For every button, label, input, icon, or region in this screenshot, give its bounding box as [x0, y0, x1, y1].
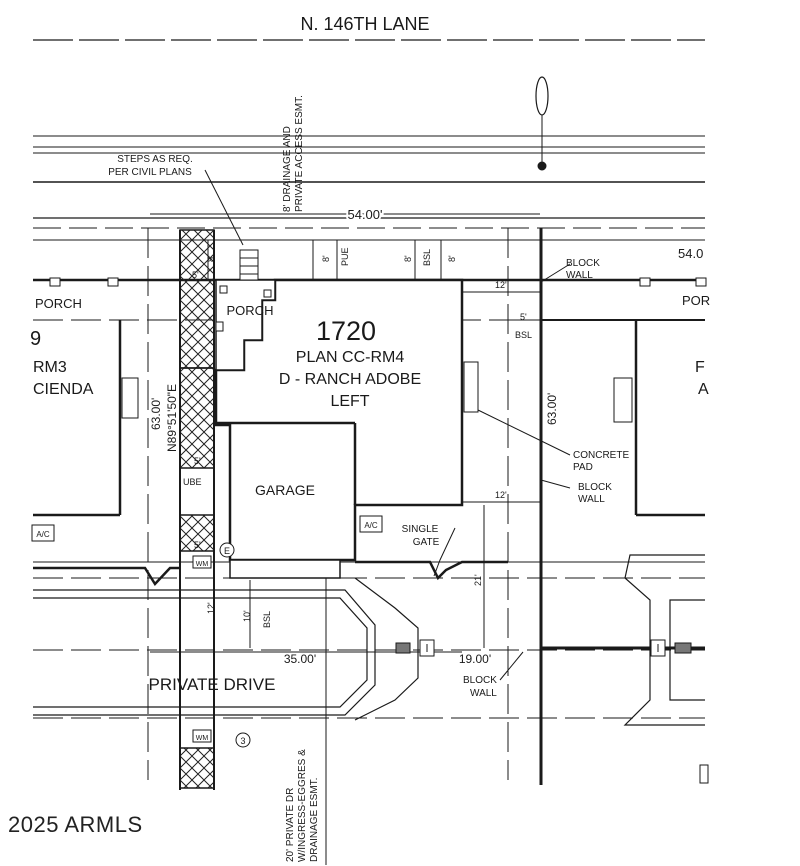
neighbor-left-elev: CIENDA: [33, 381, 94, 398]
svg-text:DRAINAGE ESMT.: DRAINAGE ESMT.: [309, 778, 320, 862]
svg-text:BLOCK: BLOCK: [578, 482, 612, 493]
neighbor-right-plan: F: [695, 359, 705, 376]
hatched-easement-strip: [179, 229, 215, 790]
block-wall-label-bottom: BLOCK WALL: [463, 675, 497, 699]
svg-text:BLOCK: BLOCK: [463, 675, 497, 686]
svg-text:UBE: UBE: [183, 477, 202, 487]
setback-labels: 8' PUE 8' BSL 8' 8' 5' 12' 5' BSL 12' 21…: [183, 247, 532, 628]
orientation-label: LEFT: [330, 393, 369, 410]
street-name: N. 146TH LANE: [300, 14, 429, 34]
svg-text:A/C: A/C: [36, 530, 50, 539]
svg-text:19.00': 19.00': [459, 652, 491, 666]
lot-depth-left: 63.00': [149, 398, 163, 430]
concrete-pad: [463, 361, 479, 413]
utility-box-left: [395, 639, 435, 657]
svg-text:WALL: WALL: [578, 494, 605, 505]
svg-text:20' PRIVATE DR: 20' PRIVATE DR: [285, 788, 296, 862]
svg-text:8': 8': [206, 255, 216, 262]
porch-post-markers: [49, 277, 707, 332]
svg-text:12': 12': [495, 490, 507, 500]
callout-leaders: [433, 263, 571, 681]
svg-text:8' DRAINAGE AND: 8' DRAINAGE AND: [282, 126, 293, 212]
svg-text:CONCRETE: CONCRETE: [573, 450, 629, 461]
water-meter: WM: [192, 555, 212, 569]
porch-label-right: POR: [682, 293, 710, 308]
svg-text:5': 5': [192, 270, 199, 280]
front-steps: [239, 249, 259, 281]
svg-text:BSL: BSL: [262, 611, 272, 628]
easement-marker-3: 3: [235, 732, 251, 748]
porch-label: PORCH: [227, 303, 274, 318]
svg-text:8': 8': [447, 255, 457, 262]
svg-text:BSL: BSL: [422, 249, 432, 266]
svg-text:WALL: WALL: [470, 688, 497, 699]
copyright-footer: 2025 ARMLS: [8, 812, 143, 837]
ac-unit-left: A/C: [31, 524, 55, 542]
single-gate-label: SINGLE GATE: [402, 524, 440, 548]
svg-text:5': 5': [194, 456, 201, 466]
svg-text:54.00': 54.00': [347, 207, 382, 222]
concrete-pad-label: CONCRETE PAD: [573, 450, 629, 473]
svg-text:WALL: WALL: [566, 270, 593, 281]
svg-text:W/INGRESS-EGGRES &: W/INGRESS-EGGRES &: [297, 749, 308, 862]
ac-unit: A/C: [359, 515, 383, 533]
svg-text:PUE: PUE: [340, 247, 350, 266]
svg-text:12': 12': [495, 280, 507, 290]
neighbor-lot-left: [33, 320, 139, 517]
utility-box-right: [650, 639, 692, 657]
plan-name: PLAN CC-RM4: [296, 349, 405, 366]
svg-text:BSL: BSL: [515, 330, 532, 340]
porch-label-left: PORCH: [35, 296, 82, 311]
svg-text:WM: WM: [196, 561, 209, 568]
garage-label: GARAGE: [255, 482, 315, 498]
svg-text:5': 5': [194, 540, 201, 550]
water-meter-lower: WM: [192, 729, 212, 743]
easement-marker-e: E: [219, 542, 235, 558]
svg-text:10': 10': [242, 610, 252, 622]
drive-dimension-35: 35.00': [150, 651, 462, 666]
elevation-name: D - RANCH ADOBE: [279, 371, 421, 388]
svg-text:PAD: PAD: [573, 462, 593, 473]
svg-text:21': 21': [473, 574, 483, 586]
light-pole: [535, 76, 549, 171]
block-wall-label-top: BLOCK WALL: [566, 258, 600, 281]
block-wall-label-mid: BLOCK WALL: [578, 482, 612, 505]
bearing-label: N89°51'50"E: [165, 384, 179, 452]
neighbor-left-num: 9: [30, 328, 41, 350]
neighbor-right-elev: A: [698, 381, 709, 398]
private-drive-easement-note: 20' PRIVATE DR W/INGRESS-EGGRES & DRAINA…: [285, 749, 320, 862]
svg-text:PRIVATE ACCESS ESMT.: PRIVATE ACCESS ESMT.: [294, 95, 305, 212]
svg-text:STEPS AS REQ.: STEPS AS REQ.: [117, 154, 193, 165]
neighbor-lot-right: [541, 319, 709, 784]
svg-text:SINGLE: SINGLE: [402, 524, 439, 535]
porch-area: [215, 279, 276, 371]
private-drive-curbs: [33, 554, 705, 726]
svg-text:8': 8': [321, 255, 331, 262]
steps-note: STEPS AS REQ. PER CIVIL PLANS: [108, 154, 244, 246]
lot-depth-right: 63.00': [545, 393, 559, 425]
svg-text:A/C: A/C: [364, 521, 378, 530]
svg-text:PER CIVIL PLANS: PER CIVIL PLANS: [108, 167, 192, 178]
drainage-easement-note: 8' DRAINAGE AND PRIVATE ACCESS ESMT.: [282, 95, 305, 212]
svg-text:54.0: 54.0: [678, 246, 703, 261]
svg-text:8': 8': [403, 255, 413, 262]
front-walls: [33, 559, 508, 587]
lot-number: 1720: [316, 316, 376, 346]
svg-text:35.00': 35.00': [284, 652, 316, 666]
street-lines: [33, 39, 705, 241]
drive-dimension-19: 19.00': [459, 652, 491, 666]
neighbor-left-plan: RM3: [33, 359, 67, 376]
private-drive-label: PRIVATE DRIVE: [149, 675, 276, 694]
svg-text:BLOCK: BLOCK: [566, 258, 600, 269]
svg-text:E: E: [224, 546, 230, 556]
svg-text:WM: WM: [196, 735, 209, 742]
svg-text:5': 5': [520, 312, 527, 322]
svg-text:3: 3: [240, 736, 245, 746]
lot-width-dimension: 54.00' 54.0: [150, 205, 703, 261]
svg-text:12': 12': [206, 602, 216, 614]
svg-text:GATE: GATE: [413, 537, 440, 548]
setback-dimensions: [207, 240, 541, 648]
